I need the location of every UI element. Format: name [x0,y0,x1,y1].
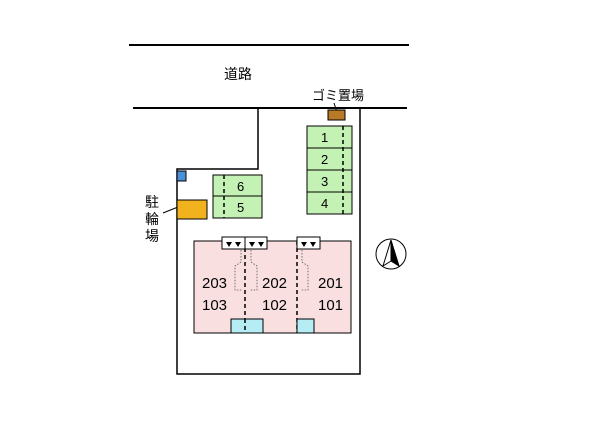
stair-outline-left [234,250,242,291]
door-box-left [221,236,246,250]
bike-parking-label-char-3: 場 [145,229,159,245]
compass-needle-filled [390,239,400,268]
unit-101: 101 [318,297,343,314]
parking-slot-4: 4 [321,196,328,211]
garbage-area [327,109,346,121]
entrance-right [296,318,315,334]
unit-201: 201 [318,275,343,292]
unit-202: 202 [262,275,287,292]
stair-outline-right [301,250,309,291]
road-label: 道路 [224,67,252,83]
unit-203: 203 [202,275,227,292]
door-box-right [296,236,321,250]
meter-box [176,170,187,182]
parking-left-block: 6 5 [212,174,263,219]
garbage-label: ゴミ置場 [312,88,364,104]
lot-boundary [176,108,361,375]
parking-slot-1: 1 [321,130,328,145]
building-footprint [193,240,352,334]
unit-102: 102 [262,297,287,314]
door-triangle-icon [226,242,232,247]
bike-parking-label-char-2: 輪 [145,211,159,228]
parking-slot-5: 5 [237,200,244,215]
unit-103: 103 [202,297,227,314]
entrance-left [230,318,264,334]
parking-slot-6: 6 [237,179,244,194]
door-triangle-icons [226,242,316,247]
parking-right-block: 1 2 3 4 [306,125,353,215]
door-triangle-icon [301,242,307,247]
bike-parking-area [176,199,208,220]
door-triangle-icon [249,242,255,247]
parking-slot-2: 2 [321,152,328,167]
door-triangle-icon [258,242,264,247]
north-arrow-icon [375,238,407,270]
door-triangle-icon [310,242,316,247]
parking-slot-3: 3 [321,174,328,189]
bike-parking-label-char-1: 駐 [145,195,159,211]
bike-parking-leader-line [162,206,179,214]
building: 203 202 201 103 102 101 [193,236,352,334]
stair-outline-mid [250,250,258,291]
door-triangle-icon [235,242,241,247]
door-box-mid [244,236,268,250]
